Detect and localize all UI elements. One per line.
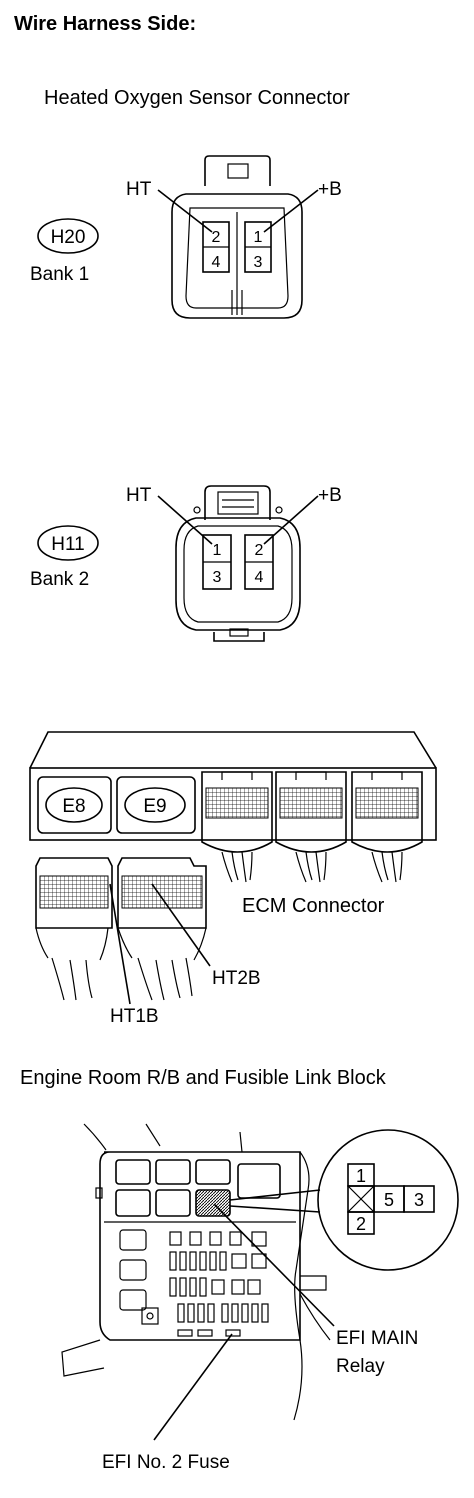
bank2-pin-1: 1 — [213, 542, 222, 559]
ecm-ht1b-leader — [109, 883, 131, 1005]
bank1-code: H20 — [51, 227, 86, 248]
ecm-e8-badge — [45, 787, 103, 823]
ecm-unit: E8 E9 — [29, 731, 437, 1027]
ecm-ht2b-leader — [151, 883, 211, 967]
bank2-bottom-tab — [213, 632, 265, 642]
bank2-pin-4: 4 — [255, 569, 264, 586]
bank1-ht-leader — [157, 189, 213, 233]
bank2-latch — [204, 485, 271, 520]
bank1-latch — [204, 155, 271, 186]
bank2-ht-leader — [157, 495, 213, 545]
ecm-body — [29, 767, 437, 841]
efi-no2-fuse-leader — [153, 1333, 233, 1441]
bank1-plus-b-label: +B — [318, 179, 342, 200]
ecm-e9-label: E9 — [143, 796, 166, 817]
ecm-e8-label: E8 — [62, 796, 85, 817]
page-title: Wire Harness Side: — [14, 13, 196, 35]
relay-block: 1 5 3 2 EFI MAIN Relay EFI No. 2 Fuse — [61, 1123, 459, 1473]
ecm-connector-label: ECM Connector — [242, 895, 385, 917]
relay-terminal-2-box — [347, 1211, 375, 1235]
efi-main-relay-leader — [213, 1203, 335, 1327]
bank1-pin-2: 1 — [254, 229, 263, 246]
bank1-pin-3: 4 — [212, 254, 221, 271]
efi-main-relay-slot — [195, 1189, 231, 1217]
relay-magnifier — [317, 1129, 459, 1271]
bank2-code: H11 — [51, 534, 84, 555]
bank2-housing — [175, 517, 301, 631]
bank2-ht-label: HT — [126, 485, 152, 506]
relay-terminal-3-box — [403, 1185, 435, 1213]
bank1-pin-4: 3 — [254, 254, 263, 271]
relay-block-title: Engine Room R/B and Fusible Link Block — [20, 1067, 387, 1089]
bank2-code-badge — [37, 525, 99, 561]
ecm-ht2b-label: HT2B — [212, 968, 261, 989]
bank2-connector: H11 Bank 2 1 2 3 4 HT +B — [30, 485, 342, 642]
bank2-label: Bank 2 — [30, 569, 89, 590]
bank2-pin-3: 3 — [213, 569, 222, 586]
o2-section-title: Heated Oxygen Sensor Connector — [44, 87, 350, 109]
relay-terminal-1: 1 — [356, 1166, 366, 1186]
relay-terminal-3: 3 — [414, 1190, 424, 1210]
efi-main-relay-label-2: Relay — [336, 1356, 385, 1377]
relay-terminal-2: 2 — [356, 1214, 366, 1234]
bank2-plus-b-label: +B — [318, 485, 342, 506]
efi-no2-fuse-label: EFI No. 2 Fuse — [102, 1452, 230, 1473]
bank1-ht-label: HT — [126, 179, 152, 200]
bank1-pin-1: 2 — [212, 229, 221, 246]
efi-main-relay-label-1: EFI MAIN — [336, 1328, 418, 1349]
ecm-top-bevel — [29, 731, 437, 769]
efi-no2-fuse-slot — [225, 1329, 241, 1337]
relay-block-body — [99, 1151, 301, 1341]
ecm-ht1b-label: HT1B — [110, 1006, 159, 1027]
ecm-socket-3 — [351, 771, 423, 883]
ecm-socket-2 — [275, 771, 347, 883]
bank2-pin-2: 2 — [255, 542, 264, 559]
bank2-plus-b-leader — [263, 495, 319, 545]
ecm-loose-connector-left — [35, 857, 113, 1001]
relay-terminal-5: 5 — [384, 1190, 394, 1210]
bank1-plus-b-leader — [263, 189, 319, 233]
ecm-loose-connector-right — [117, 857, 207, 1001]
ecm-e9-badge — [124, 787, 186, 823]
bank1-code-badge — [37, 218, 99, 254]
bank1-connector: H20 Bank 1 2 1 4 3 HT +B — [30, 155, 342, 319]
bank1-label: Bank 1 — [30, 264, 89, 285]
ecm-socket-1 — [201, 771, 273, 883]
